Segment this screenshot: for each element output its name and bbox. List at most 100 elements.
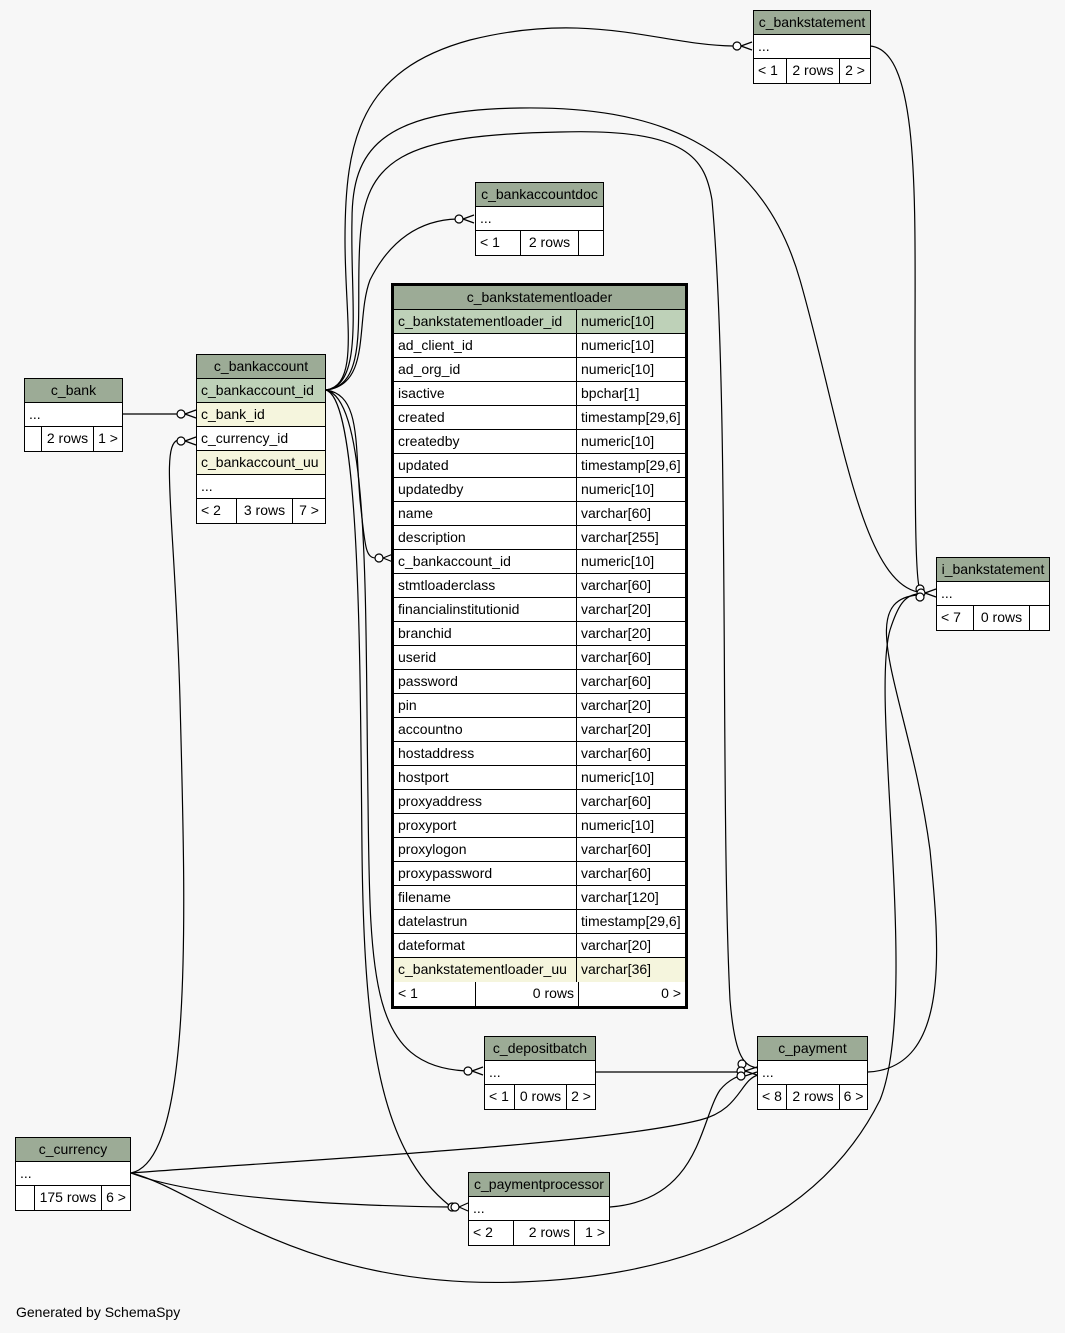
column-type: varchar[60] (576, 502, 685, 525)
footer-row-count: 0 rows (514, 1085, 566, 1109)
footer-children[interactable]: 7 > (292, 499, 325, 523)
table-c-bank[interactable]: c_bank ... 2 rows 1 > (24, 378, 123, 452)
column-name: ad_org_id (398, 361, 461, 377)
footer-children[interactable]: 1 > (574, 1221, 609, 1245)
footer-parents[interactable]: < 1 (758, 62, 778, 78)
footer-children[interactable]: 6 > (839, 1085, 867, 1109)
column-type: varchar[60] (576, 574, 685, 597)
footer-parents[interactable]: < 1 (480, 234, 500, 250)
footer-children[interactable]: 2 > (839, 59, 870, 83)
footer-parents[interactable] (25, 427, 41, 451)
table-header[interactable]: i_bankstatement (937, 558, 1049, 582)
column-row[interactable]: hostport numeric[10] (394, 766, 685, 790)
column-name: c_bankstatementloader_id (398, 313, 563, 329)
footer-children[interactable]: 0 > (578, 982, 685, 1006)
table-header[interactable]: c_currency (16, 1138, 130, 1162)
column-name: c_bankaccount_id (398, 553, 511, 569)
column-type: varchar[255] (576, 526, 685, 549)
footer-parents[interactable] (16, 1186, 34, 1210)
footer-parents[interactable]: < 2 (201, 502, 221, 518)
column-name: proxylogon (398, 841, 467, 857)
column-indexed[interactable]: c_bankaccount_uu (201, 454, 319, 470)
edge-paymentprocessor-payment (609, 1075, 741, 1208)
column-row[interactable]: c_bankaccount_id numeric[10] (394, 550, 685, 574)
footer-row-count: 2 rows (41, 427, 93, 451)
footer-parents[interactable]: < 2 (473, 1224, 493, 1240)
table-c-bankaccount[interactable]: c_bankaccount c_bankaccount_id c_bank_id… (196, 354, 326, 524)
column-indexed[interactable]: c_bank_id (201, 406, 265, 422)
table-header[interactable]: c_payment (758, 1037, 867, 1061)
column-name: c_bankstatementloader_uu (398, 961, 567, 977)
table-header[interactable]: c_bankstatementloader (394, 286, 685, 310)
footer-children[interactable]: 1 > (93, 427, 122, 451)
table-c-currency[interactable]: c_currency ... 175 rows 6 > (15, 1137, 131, 1211)
table-row: ... (480, 210, 492, 226)
footer-row-count: 2 rows (786, 1085, 839, 1109)
table-c-payment[interactable]: c_payment ... < 8 2 rows 6 > (757, 1036, 868, 1110)
table-c-depositbatch[interactable]: c_depositbatch ... < 1 0 rows 2 > (484, 1036, 596, 1110)
table-header[interactable]: c_bankstatement (754, 11, 870, 35)
footer-children[interactable]: 6 > (101, 1186, 130, 1210)
table-header[interactable]: c_paymentprocessor (469, 1173, 609, 1197)
footer-parents[interactable]: < 1 (398, 985, 418, 1001)
footer-parents[interactable]: < 1 (489, 1088, 509, 1104)
column-name: userid (398, 649, 437, 665)
table-c-bankstatementloader[interactable]: c_bankstatementloader c_bankstatementloa… (391, 283, 688, 1009)
column-type: numeric[10] (576, 550, 685, 573)
table-header[interactable]: c_bankaccountdoc (476, 183, 603, 207)
edge-bankaccount-payment (325, 131, 759, 1069)
footer-row-count: 2 rows (513, 1221, 574, 1245)
column-type: timestamp[29,6] (576, 406, 685, 429)
table-i-bankstatement[interactable]: i_bankstatement ... < 7 0 rows (936, 557, 1050, 631)
column-type: varchar[120] (576, 886, 685, 909)
edge-bankstatement-ibankstatement (869, 45, 921, 591)
column-name: hostport (398, 769, 449, 785)
table-c-paymentprocessor[interactable]: c_paymentprocessor ... < 2 2 rows 1 > (468, 1172, 610, 1246)
footer-children[interactable] (578, 231, 603, 255)
table-header[interactable]: c_bankaccount (197, 355, 325, 379)
table-header[interactable]: c_bank (25, 379, 122, 403)
column-name: financialinstitutionid (398, 601, 520, 617)
table-header[interactable]: c_depositbatch (485, 1037, 595, 1061)
footer-parents[interactable]: < 7 (941, 609, 961, 625)
column-type: numeric[10] (576, 766, 685, 789)
column[interactable]: c_currency_id (201, 430, 289, 446)
table-row: ... (20, 1165, 32, 1181)
column-type: varchar[60] (576, 790, 685, 813)
footer-children[interactable]: 2 > (566, 1085, 595, 1109)
table-c-bankstatement[interactable]: c_bankstatement ... < 1 2 rows 2 > (753, 10, 871, 84)
column-name: pin (398, 697, 417, 713)
table-c-bankaccountdoc[interactable]: c_bankaccountdoc ... < 1 2 rows (475, 182, 604, 256)
edge-payment-ibankstatement (867, 594, 938, 1073)
column-primary-key[interactable]: c_bankaccount_id (201, 382, 314, 398)
footer-children[interactable] (1029, 606, 1049, 630)
footer-parents[interactable]: < 8 (762, 1088, 782, 1104)
